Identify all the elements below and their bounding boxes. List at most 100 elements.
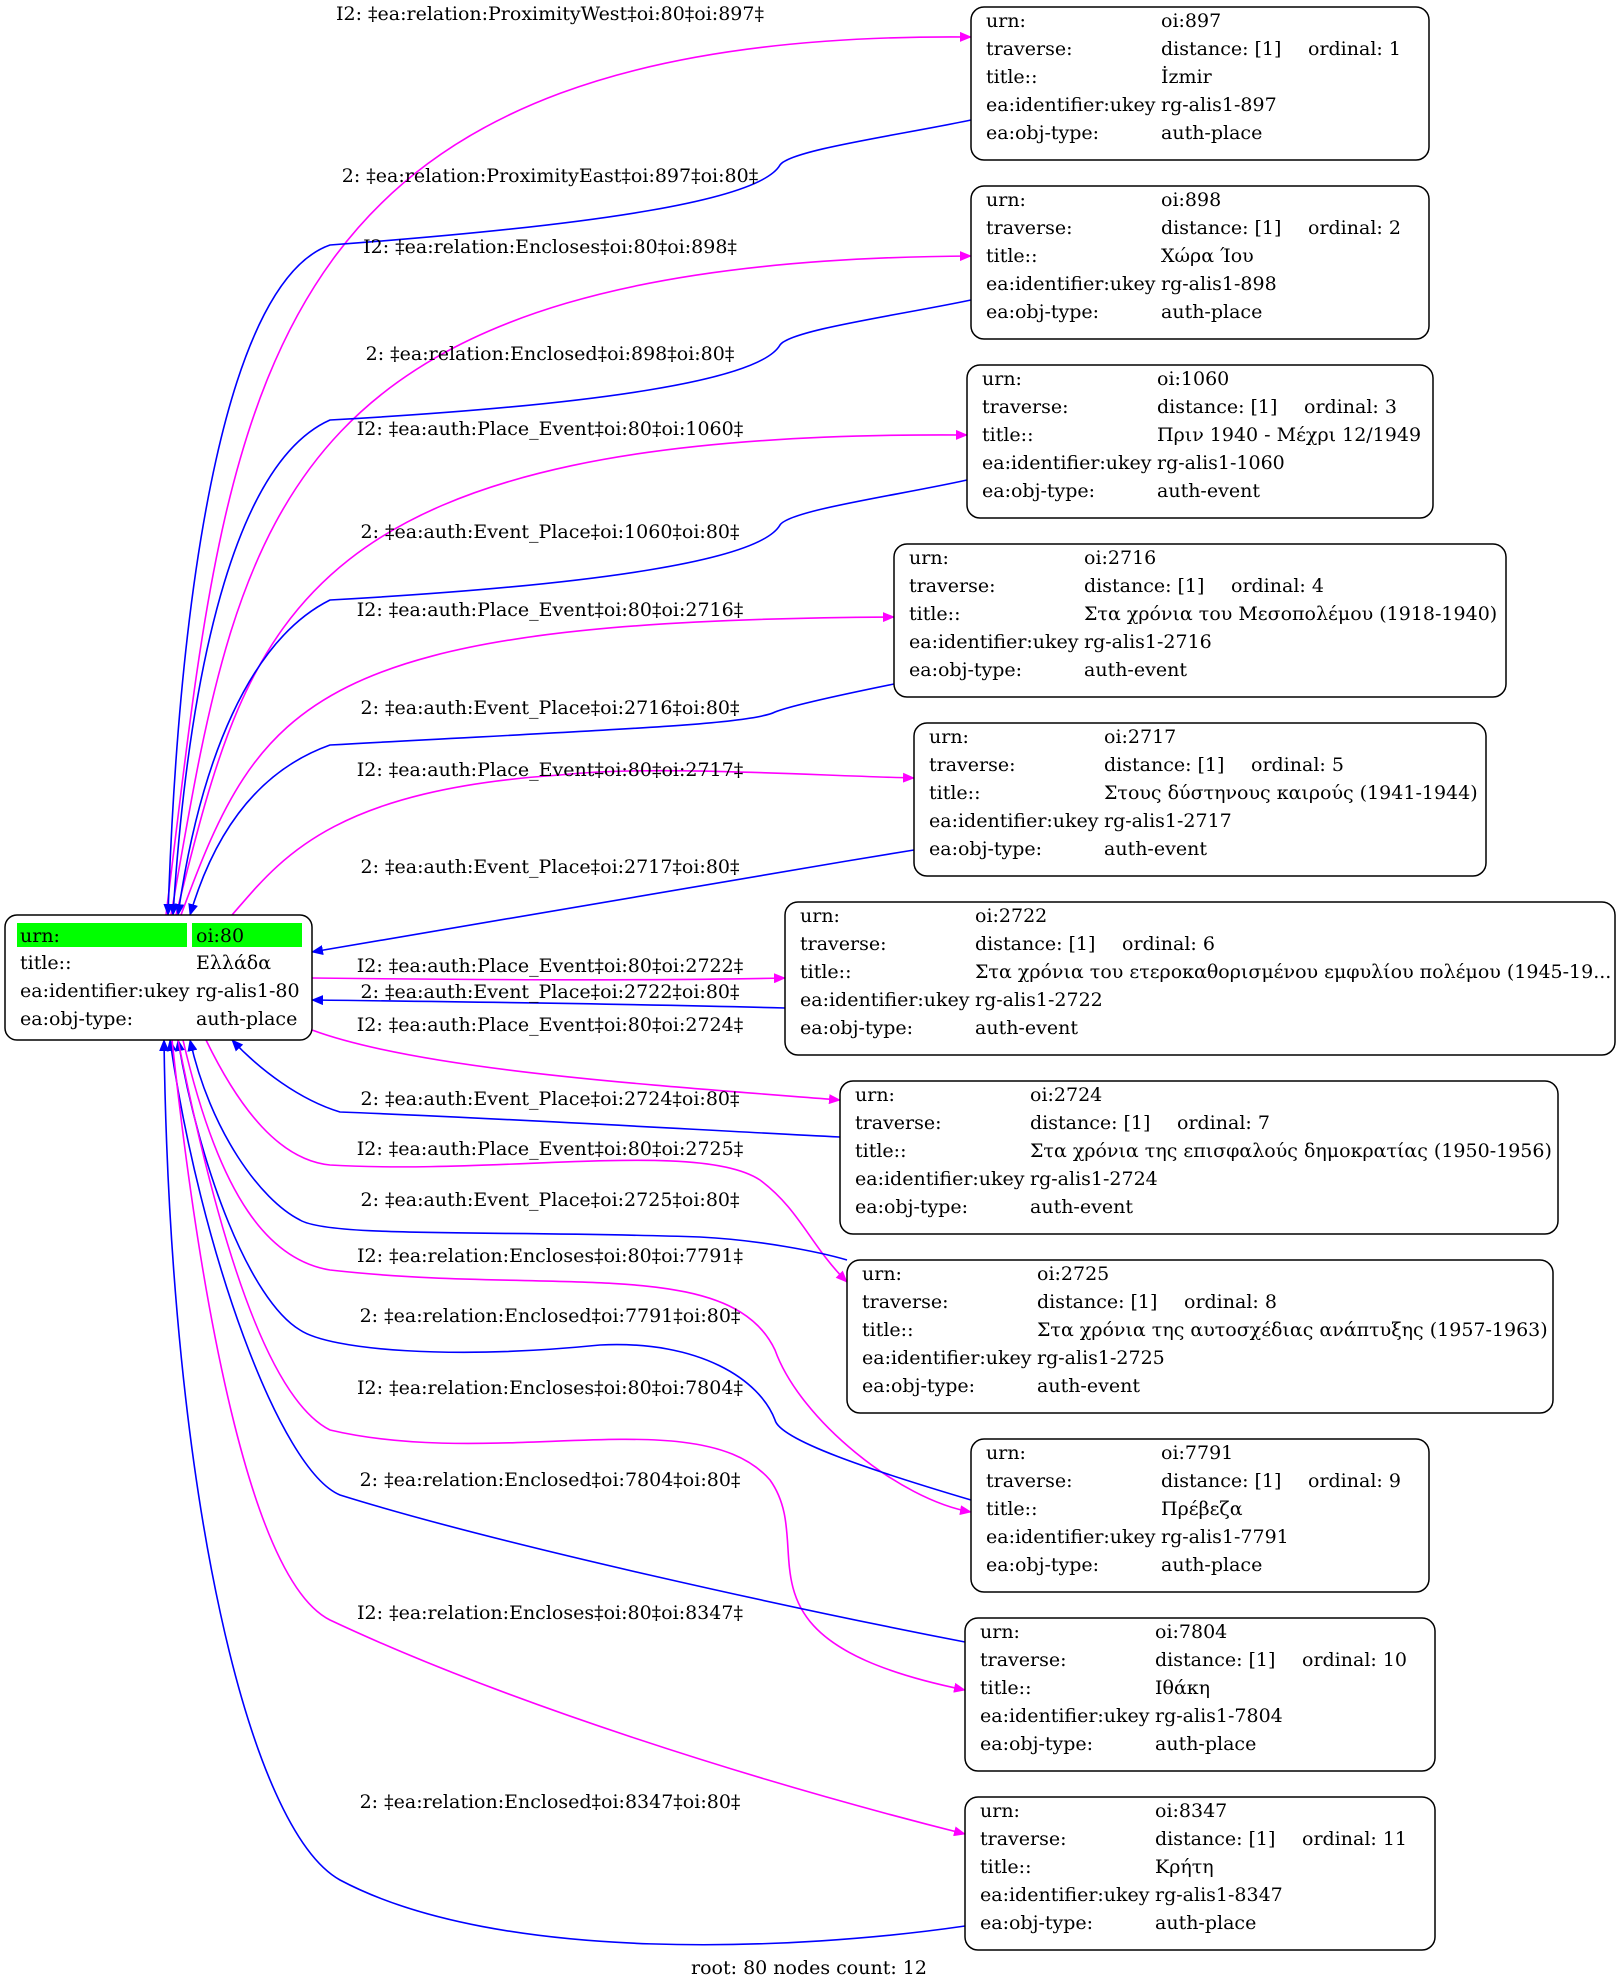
edge-label: I2: ‡ea:auth:Place_Event‡oi:80‡oi:2722‡ <box>357 955 744 977</box>
node-card-box <box>913 722 1487 877</box>
node-urn-value: oi:897 <box>1161 10 1221 32</box>
node-title-label: title:: <box>980 1677 1031 1699</box>
edge-label: I2: ‡ea:auth:Place_Event‡oi:80‡oi:2717‡ <box>357 759 744 781</box>
node-ordinal-value: ordinal: 9 <box>1308 1470 1401 1492</box>
node-ukey-label: ea:identifier:ukey <box>862 1347 1032 1369</box>
node-urn-value: oi:2717 <box>1104 726 1176 748</box>
node-title-label: title:: <box>800 961 851 983</box>
node-ukey-label: ea:identifier:ukey <box>980 1705 1150 1727</box>
root-urn-value: oi:80 <box>196 925 244 947</box>
node-title-value: Ιθάκη <box>1155 1677 1210 1699</box>
node-type-value: auth-event <box>975 1017 1078 1039</box>
node-ukey-label: ea:identifier:ukey <box>980 1884 1150 1906</box>
node-ukey-value: rg-alis1-898 <box>1161 273 1277 295</box>
root-ukey-label: ea:identifier:ukey <box>20 980 190 1002</box>
node-type-value: auth-place <box>1161 122 1262 144</box>
edge-label: I2: ‡ea:relation:Encloses‡oi:80‡oi:8347‡ <box>357 1602 743 1624</box>
edge-incoming <box>187 1039 848 1261</box>
node-ukey-label: ea:identifier:ukey <box>929 810 1099 832</box>
node-title-value: Πρέβεζα <box>1161 1498 1243 1520</box>
node-card-box <box>966 364 1434 519</box>
node-ukey-value: rg-alis1-2725 <box>1037 1347 1165 1369</box>
nodes-layer: urn: oi:897 traverse: distance: [1] ordinal:… <box>784 6 1616 1951</box>
node-urn-value: oi:7791 <box>1161 1442 1233 1464</box>
node-ukey-label: ea:identifier:ukey <box>855 1168 1025 1190</box>
node-traverse-label: traverse: <box>800 933 887 955</box>
node-ukey-label: ea:identifier:ukey <box>986 273 1156 295</box>
node-traverse-label: traverse: <box>986 217 1073 239</box>
node-urn-value: oi:898 <box>1161 189 1221 211</box>
root-urn-value-highlight <box>192 923 302 947</box>
edge-label: 2: ‡ea:auth:Event_Place‡oi:2724‡oi:80‡ <box>361 1088 740 1110</box>
node-title-label: title:: <box>862 1319 913 1341</box>
node-distance-value: distance: [1] <box>1155 1649 1275 1671</box>
node-ukey-value: rg-alis1-2724 <box>1030 1168 1158 1190</box>
node-type-value: auth-event <box>1084 659 1187 681</box>
node-ordinal-value: ordinal: 6 <box>1122 933 1215 955</box>
node-traverse-label: traverse: <box>909 575 996 597</box>
edge-labels-layer: I2: ‡ea:relation:ProximityWest‡oi:80‡oi:… <box>336 3 764 1813</box>
node-urn-label: urn: <box>986 1442 1026 1464</box>
node-card-box <box>839 1080 1559 1235</box>
node-title-label: title:: <box>909 603 960 625</box>
node-type-label: ea:obj-type: <box>929 838 1042 860</box>
node-urn-value: oi:7804 <box>1155 1621 1227 1643</box>
root-ukey-value: rg-alis1-80 <box>196 980 300 1002</box>
edge-label: 2: ‡ea:relation:ProximityEast‡oi:897‡oi:… <box>342 165 758 187</box>
node-traverse-label: traverse: <box>980 1649 1067 1671</box>
node-title-label: title:: <box>982 424 1033 446</box>
node-card-box <box>970 1438 1430 1593</box>
node-title-value: Στα χρόνια του ετεροκαθορισμένου εμφυλίο… <box>975 961 1611 983</box>
node-ordinal-value: ordinal: 8 <box>1184 1291 1277 1313</box>
node-ukey-value: rg-alis1-7804 <box>1155 1705 1283 1727</box>
node-title-value: Στα χρόνια της επισφαλούς δημοκρατίας (1… <box>1030 1140 1552 1162</box>
edge-incoming <box>174 1039 972 1501</box>
node-traverse-label: traverse: <box>862 1291 949 1313</box>
edge-label: I2: ‡ea:auth:Place_Event‡oi:80‡oi:2716‡ <box>357 599 744 621</box>
node-card-box <box>893 543 1507 698</box>
edge-outgoing <box>311 973 786 984</box>
node-ordinal-value: ordinal: 3 <box>1304 396 1397 418</box>
root-type-value: auth-place <box>196 1008 297 1030</box>
edge-label: I2: ‡ea:auth:Place_Event‡oi:80‡oi:1060‡ <box>357 418 744 440</box>
node-ukey-value: rg-alis1-7791 <box>1161 1526 1289 1548</box>
node-ukey-label: ea:identifier:ukey <box>909 631 1079 653</box>
node-traverse-label: traverse: <box>855 1112 942 1134</box>
root-urn-label-highlight <box>17 923 187 947</box>
node-ukey-label: ea:identifier:ukey <box>986 94 1156 116</box>
edge-outgoing <box>205 1039 848 1283</box>
edge-label: 2: ‡ea:auth:Event_Place‡oi:2717‡oi:80‡ <box>361 856 740 878</box>
node-type-value: auth-place <box>1161 301 1262 323</box>
node-type-value: auth-event <box>1104 838 1207 860</box>
edge-label: I2: ‡ea:auth:Place_Event‡oi:80‡oi:2725‡ <box>357 1138 744 1160</box>
node-type-label: ea:obj-type: <box>800 1017 913 1039</box>
node-type-label: ea:obj-type: <box>862 1375 975 1397</box>
edge-incoming <box>174 479 968 916</box>
edge-label: I2: ‡ea:relation:Encloses‡oi:80‡oi:898‡ <box>363 236 737 258</box>
node-ukey-label: ea:identifier:ukey <box>986 1526 1156 1548</box>
node-urn-label: urn: <box>986 189 1026 211</box>
node-title-value: Κρήτη <box>1155 1856 1214 1878</box>
node-type-value: auth-place <box>1155 1912 1256 1934</box>
node-type-value: auth-event <box>1037 1375 1140 1397</box>
node-title-value: Στα χρόνια της αυτοσχέδιας ανάπτυξης (19… <box>1037 1319 1548 1341</box>
node-title-value: Στους δύστηνους καιρούς (1941-1944) <box>1104 782 1478 804</box>
edge-outgoing <box>175 429 968 916</box>
edge-incoming <box>159 1039 966 1946</box>
node-urn-label: urn: <box>909 547 949 569</box>
node-card-box <box>846 1259 1554 1414</box>
edge-incoming <box>166 1039 966 1643</box>
root-node[interactable]: urn:oi:80title::Ελλάδαea:identifier:ukey… <box>4 914 313 1041</box>
